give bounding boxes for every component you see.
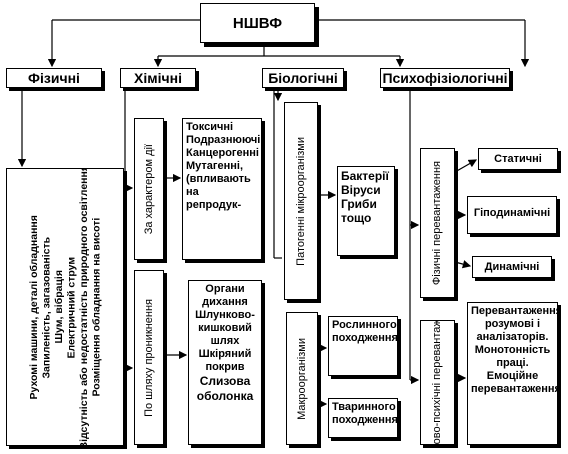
pathogen-item: Бактерії [341, 169, 389, 183]
category-chemical: Хімічні [120, 68, 196, 88]
neuro-item: аналізаторів. [476, 331, 549, 343]
pathogen-item: тощо [341, 211, 372, 225]
root-node: НШВФ [200, 3, 315, 43]
physical-item: Рухомі машини, деталі обладнання [27, 214, 40, 400]
bio-pathogen-items: Бактерії Віруси Гриби тощо [337, 166, 395, 256]
chemical-by-nature-label: За характером дії [134, 118, 164, 260]
physical-item: Електричний струм [65, 256, 77, 358]
pathogen-item: Гриби [341, 197, 377, 211]
category-psycho: Психофізіологічні [380, 68, 510, 88]
bio-animal-origin: Тваринного походження [328, 398, 398, 438]
neuro-item: Перевантаження розумові і [471, 305, 558, 330]
chemical-path-item: Шлунково-кишковий шлях [195, 309, 255, 347]
chemical-by-path-items: Органи дихання Шлунково-кишковий шлях Шк… [188, 280, 262, 445]
physical-item: Відсутність або недостатність природного… [77, 168, 90, 446]
category-physical: Фізичні [6, 68, 102, 88]
neuro-item: Емоційне перевантаження [471, 370, 558, 395]
pathogen-item: Віруси [341, 183, 381, 197]
psycho-physical-label: Фізичні перевантаження [420, 148, 455, 298]
psycho-neuro-items: Перевантаження розумові і аналізаторів. … [467, 302, 558, 445]
neuro-item: Монотонність праці. [474, 344, 551, 369]
physical-item: Шум, вібрація [52, 270, 65, 344]
chemical-by-nature-items: Токсичні Подразнюючі Канцерогенні Мутаге… [182, 118, 262, 260]
physical-factors-list: Рухомі машини, деталі обладнання Запилен… [6, 168, 124, 446]
bio-pathogen-label: Патогенні мікроорганізми [284, 102, 318, 300]
chemical-by-path-label: По шляху проникнення [134, 270, 164, 445]
chemical-item: Мутагенні, [186, 160, 244, 172]
physical-item: Запиленість, загазованість [40, 236, 52, 378]
physical-item: Розміщення обладнання на висоті [90, 217, 102, 397]
chemical-path-item: Шкіряний покрив [198, 348, 252, 373]
category-biological: Біологічні [262, 68, 344, 88]
chemical-item: репродук- [186, 199, 242, 211]
psycho-neuro-label: Нервово-психічні перевантаження [420, 320, 455, 445]
psycho-dynamic: Динамічні [472, 256, 552, 278]
chemical-item: Токсичні [186, 121, 234, 133]
chemical-path-item: Органи дихання [202, 283, 248, 308]
chemical-item: (впливають на [186, 173, 251, 198]
psycho-static: Статичні [478, 148, 558, 170]
bio-macro-label: Макроорганізми [286, 312, 318, 445]
chemical-item: Подразнюючі [186, 134, 261, 146]
chemical-item: Канцерогенні [186, 147, 259, 159]
chemical-path-item: Слизова оболонка [196, 374, 254, 403]
psycho-hypodynamic: Гіподинамічні [467, 196, 557, 234]
bio-plant-origin: Рослинного походження [328, 316, 398, 376]
